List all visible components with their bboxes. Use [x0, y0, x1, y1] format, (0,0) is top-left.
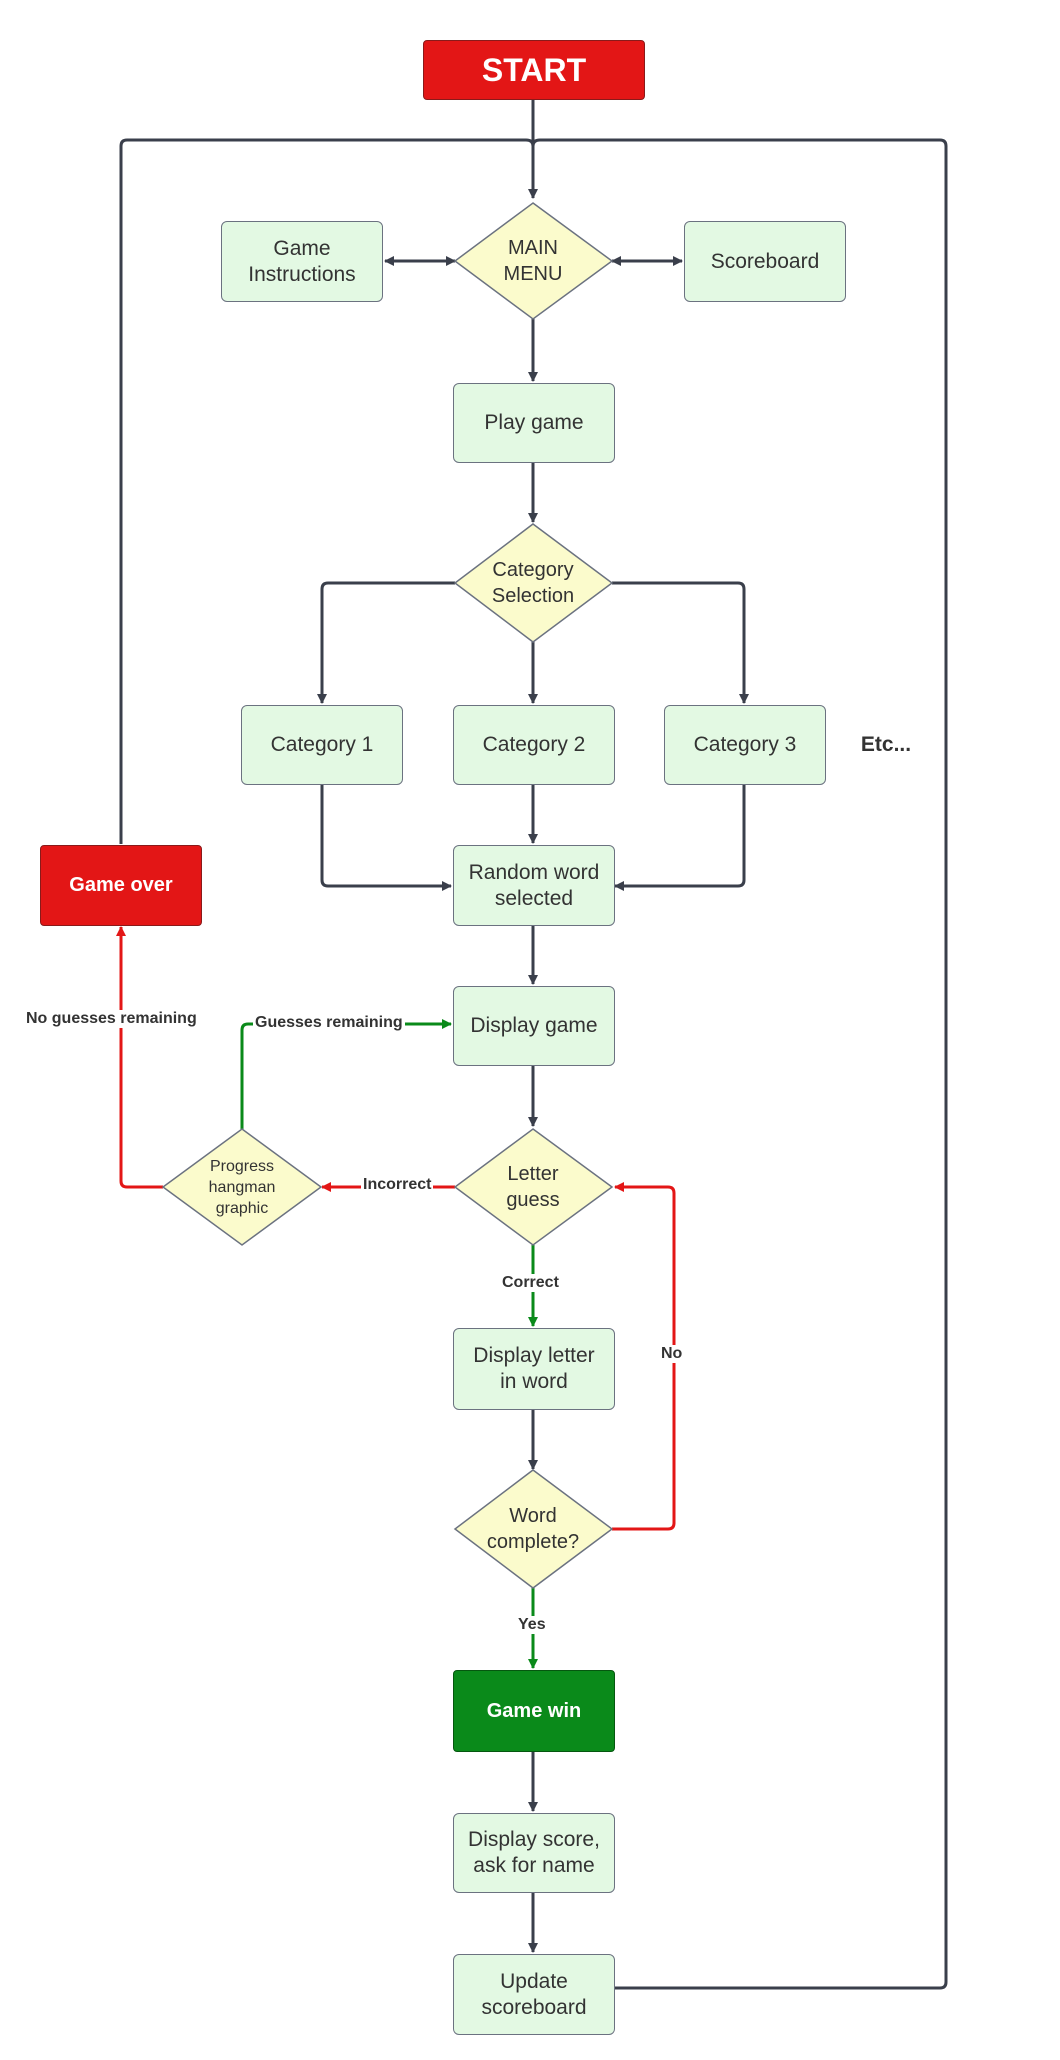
diamond-progress-hangman	[161, 1128, 323, 1246]
edge-cat-to-3	[612, 581, 749, 704]
edge-gameover-loop	[119, 138, 535, 844]
edge-3-to-random	[614, 785, 746, 891]
random-word-node: Random word selected	[453, 845, 615, 926]
scoreboard-node: Scoreboard	[684, 221, 846, 302]
diamond-category-selection	[453, 523, 614, 643]
display-score-node: Display score, ask for name	[453, 1813, 615, 1893]
edge-cat-to-1	[317, 581, 455, 704]
category-2-node: Category 2	[453, 705, 615, 785]
edge-label-yes: Yes	[516, 1616, 548, 1634]
display-letter-node: Display letter in word	[453, 1328, 615, 1410]
category-1-node: Category 1	[241, 705, 403, 785]
edge-label-no: No	[659, 1345, 685, 1363]
word-complete-label: Word complete?	[486, 1505, 580, 1553]
game-win-node: Game win	[453, 1670, 615, 1752]
start-node: START	[423, 40, 645, 100]
progress-hangman-label: Progress hangman graphic	[208, 1157, 276, 1217]
diamond-word-complete	[453, 1469, 614, 1589]
edge-label-incorrect: Incorrect	[361, 1176, 434, 1194]
display-game-node: Display game	[453, 986, 615, 1066]
category-3-node: Category 3	[664, 705, 826, 785]
edge-update-loop	[531, 138, 948, 1990]
edge-label-guesses-remaining: Guesses remaining	[253, 1014, 405, 1032]
edge-1-to-random	[320, 785, 452, 891]
game-over-node: Game over	[40, 845, 202, 926]
diamond-letter-guess	[453, 1128, 614, 1246]
play-game-node: Play game	[453, 383, 615, 463]
edge-no-guesses	[116, 926, 163, 1189]
main-menu-label: MAIN MENU	[503, 237, 563, 285]
etc-label: Etc...	[860, 733, 912, 756]
update-scoreboard-node: Update scoreboard	[453, 1954, 615, 2035]
diamond-main-menu	[453, 202, 614, 320]
category-selection-label: Category Selection	[491, 559, 575, 607]
edge-label-correct: Correct	[500, 1274, 561, 1292]
edge-guesses-remaining	[240, 1019, 452, 1129]
letter-guess-label: Letter guess	[506, 1163, 560, 1211]
edge-label-no-guesses: No guesses remaining	[24, 1010, 199, 1028]
game-instructions-node: Game Instructions	[221, 221, 383, 302]
